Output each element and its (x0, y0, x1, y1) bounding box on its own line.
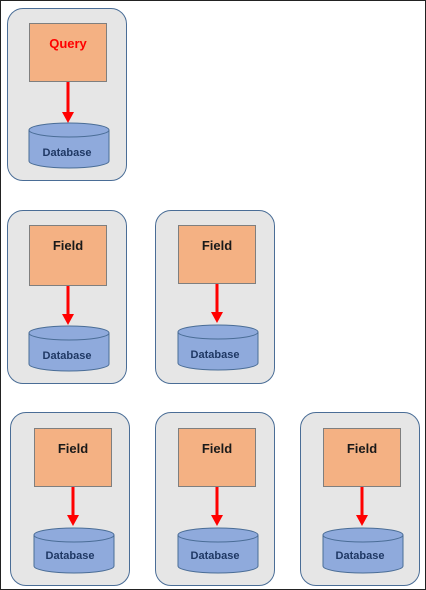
database-icon (177, 527, 259, 574)
field-box: Field (178, 225, 256, 284)
field-card: Field Database (10, 412, 130, 586)
query-label: Query (49, 36, 87, 51)
database-label: Database (190, 550, 240, 562)
database-icon (177, 324, 259, 371)
database-label: Database (335, 550, 385, 562)
field-label: Field (57, 441, 89, 456)
database-label: Database (190, 349, 240, 361)
field-box: Field (34, 428, 112, 487)
field-card: Field Database (300, 412, 420, 586)
field-box: Field (29, 225, 107, 286)
arrow-icon (211, 487, 223, 526)
field-box: Field (178, 428, 256, 487)
field-label: Field (201, 441, 233, 456)
database-label: Database (42, 350, 92, 362)
arrow-icon (356, 487, 368, 526)
arrow-icon (62, 82, 74, 123)
arrow-icon (67, 487, 79, 526)
field-label: Field (346, 441, 378, 456)
database-icon (28, 325, 110, 372)
field-label: Field (52, 238, 84, 253)
database-label: Database (45, 550, 95, 562)
query-card: Query Database (7, 8, 127, 181)
database-icon (33, 527, 115, 574)
field-box: Field (323, 428, 401, 487)
arrow-icon (211, 284, 223, 323)
query-box: Query (29, 23, 107, 82)
field-label: Field (201, 238, 233, 253)
database-icon (28, 122, 110, 169)
field-card: Field Database (155, 412, 275, 586)
field-card: Field Database (7, 210, 127, 384)
database-icon (322, 527, 404, 574)
database-label: Database (42, 147, 92, 159)
field-card: Field Database (155, 210, 275, 384)
arrow-icon (62, 286, 74, 325)
